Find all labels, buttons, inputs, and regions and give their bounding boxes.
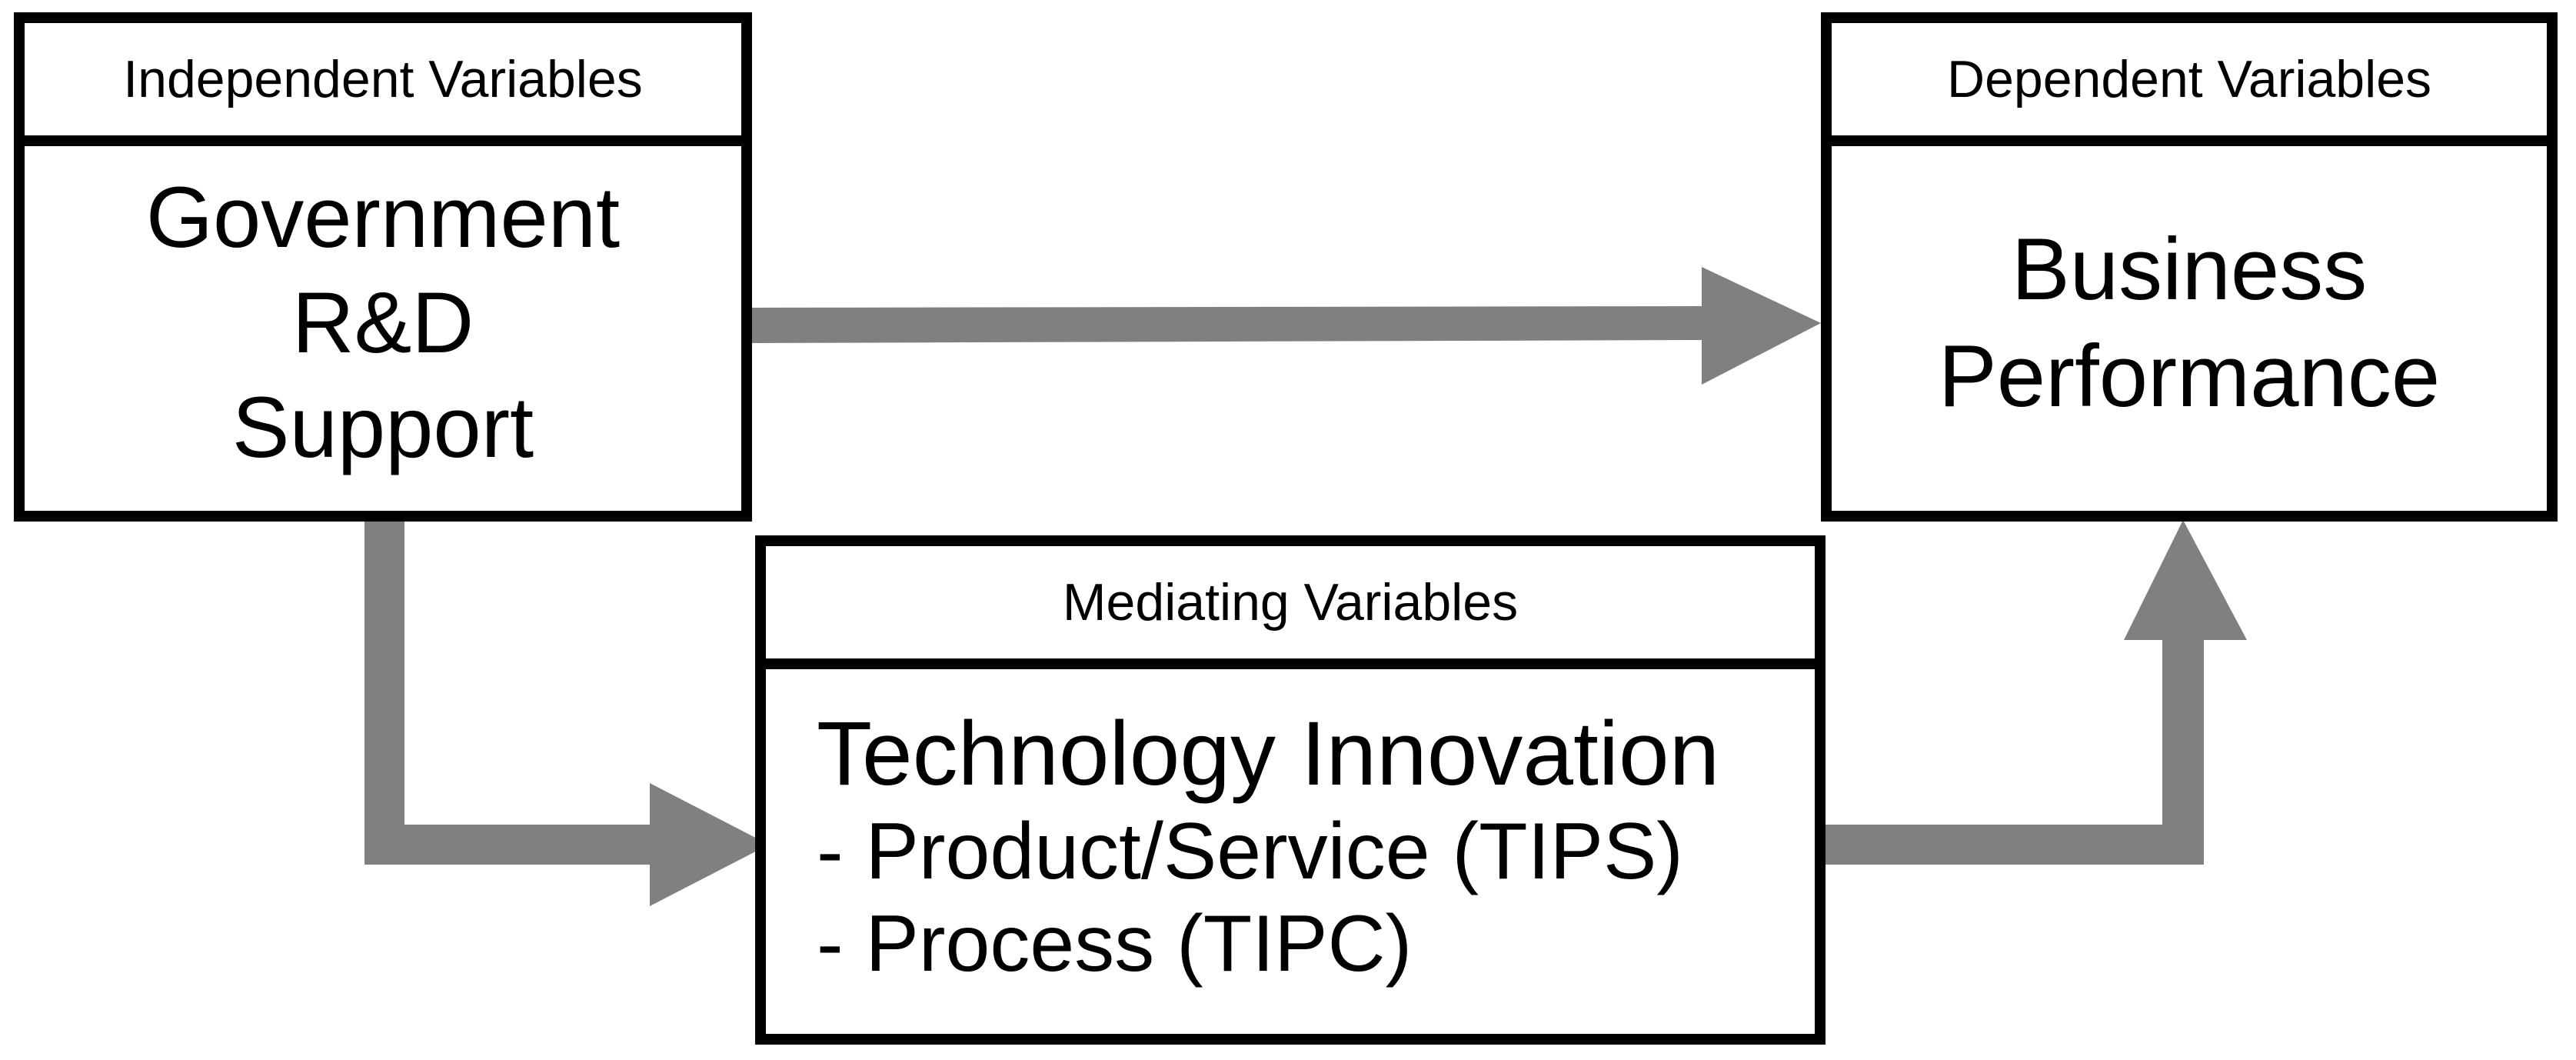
independent-line: Support: [231, 379, 534, 476]
dependent-variables-header: Dependent Variables: [1832, 23, 2547, 146]
arrow-independent-to-mediating: [364, 517, 769, 906]
mediating-item: - Process (TIPC): [817, 898, 1413, 988]
mediating-variables-header: Mediating Variables: [766, 546, 1815, 669]
dependent-variables-box: Dependent Variables Business Performance: [1821, 12, 2558, 522]
independent-variables-header: Independent Variables: [25, 23, 741, 146]
arrow-independent-to-dependent: [747, 267, 1821, 385]
dependent-line: Performance: [1938, 328, 2441, 425]
dependent-variables-body: Business Performance: [1832, 135, 2547, 511]
mediating-variables-body: Technology Innovation - Product/Service …: [766, 658, 1815, 1034]
mediating-variables-box: Mediating Variables Technology Innovatio…: [755, 535, 1825, 1045]
mediating-title: Technology Innovation: [817, 702, 1720, 805]
independent-line: R&D: [291, 274, 474, 371]
dependent-line: Business: [2011, 220, 2368, 318]
arrow-mediating-to-dependent: [1821, 520, 2247, 865]
independent-line: Government: [145, 169, 621, 266]
independent-variables-body: Government R&D Support: [25, 135, 741, 511]
independent-variables-box: Independent Variables Government R&D Sup…: [14, 12, 752, 522]
mediating-item: - Product/Service (TIPS): [817, 807, 1683, 897]
